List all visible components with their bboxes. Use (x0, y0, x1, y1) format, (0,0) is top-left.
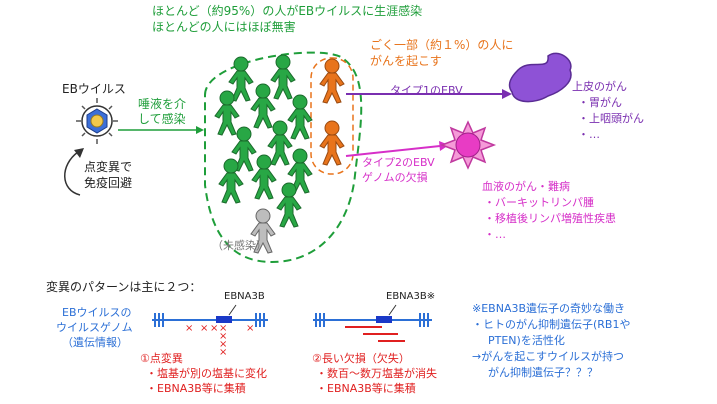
type2-arrow (345, 141, 449, 157)
prevalence-line1: ほとんど（約95%）の人がEBウイルスに生涯感染 (152, 4, 423, 18)
note-line1: ※EBNA3B遺伝子の奇妙な働き (472, 302, 626, 315)
blood-item: ・バーキットリンパ腫 (484, 196, 594, 209)
svg-text:×: × (219, 331, 227, 342)
svg-text:×: × (246, 323, 254, 334)
point-mutation-desc1: ・塩基が別の塩基に変化 (146, 367, 267, 380)
saliva-line2: して感染 (138, 112, 186, 126)
deletion-title: ②長い欠損（欠失） (312, 352, 410, 365)
immune-line1: 点変異で (84, 160, 133, 174)
immune-evasion-loop-arrow (64, 148, 84, 196)
epithelial-item: ・… (578, 128, 600, 141)
people-group (214, 54, 345, 254)
note-line3: PTEN)を活性化 (488, 334, 565, 347)
genome-label-line1: EBウイルスの (62, 306, 132, 319)
svg-text:×: × (200, 323, 208, 334)
blood-item: ・移植後リンパ増殖性疾患 (484, 212, 616, 225)
epithelial-item: ・胃がん (578, 96, 622, 109)
blood-item: ・… (484, 228, 506, 241)
svg-text:×: × (219, 323, 227, 334)
epithelial-cancer-cell-icon (508, 52, 572, 103)
genome-label-line3: （遺伝情報） (62, 336, 128, 349)
blood-cancer-cell-icon (439, 120, 497, 170)
blood-title: 血液のがん・難病 (482, 180, 570, 193)
ebv-label: EBウイルス (62, 82, 126, 96)
uninfected-label: （未感染） (212, 239, 267, 252)
deletion-desc2: ・EBNA3B等に集積 (316, 382, 416, 395)
cancer-group-enclosure (310, 57, 354, 175)
type1-arrow (346, 89, 512, 99)
type1-label: タイプ1のEBV (390, 84, 463, 97)
gene-label-ebna3b: EBNA3B (224, 291, 265, 302)
point-mutation-desc2: ・EBNA3B等に集積 (146, 382, 246, 395)
prevalence-line2: ほとんどの人にはほぼ無害 (152, 20, 296, 34)
mutation-intro: 変異のパターンは主に２つ： (46, 280, 202, 294)
note-line2: ・ヒトのがん抑制遺伝子(RB1や (472, 318, 631, 331)
gene-label-ebna3b-note: EBNA3B※ (386, 291, 436, 302)
minority-line1: ごく一部（約１%）の人に (370, 38, 514, 52)
epithelial-title: 上皮のがん (572, 80, 627, 93)
genome-map-deletion (313, 304, 432, 342)
svg-text:×: × (185, 323, 193, 334)
minority-line2: がんを起こす (370, 54, 442, 68)
deletion-desc1: ・数百～数万塩基が消失 (316, 367, 437, 380)
type2-line2: ゲノムの欠損 (362, 171, 428, 184)
population-enclosure (204, 51, 363, 264)
ebv-virus-icon (76, 98, 118, 144)
immune-line2: 免疫回避 (84, 176, 133, 190)
note-line4: →がんを起こすウイルスが持つ (472, 350, 624, 363)
point-mutation-title: ①点変異 (140, 352, 183, 365)
saliva-arrow (118, 126, 204, 134)
note-line5: がん抑制遺伝子？？？ (488, 366, 598, 379)
svg-text:×: × (219, 339, 227, 350)
svg-text:×: × (219, 347, 227, 358)
svg-text:×: × (210, 323, 218, 334)
type2-line1: タイプ2のEBV (362, 156, 435, 169)
genome-label-line2: ウイルスゲノム (56, 321, 133, 334)
genome-map-point-mutation: × × × × × × × × (152, 304, 268, 358)
epithelial-item: ・上咽頭がん (578, 112, 644, 125)
saliva-line1: 唾液を介 (138, 97, 187, 111)
